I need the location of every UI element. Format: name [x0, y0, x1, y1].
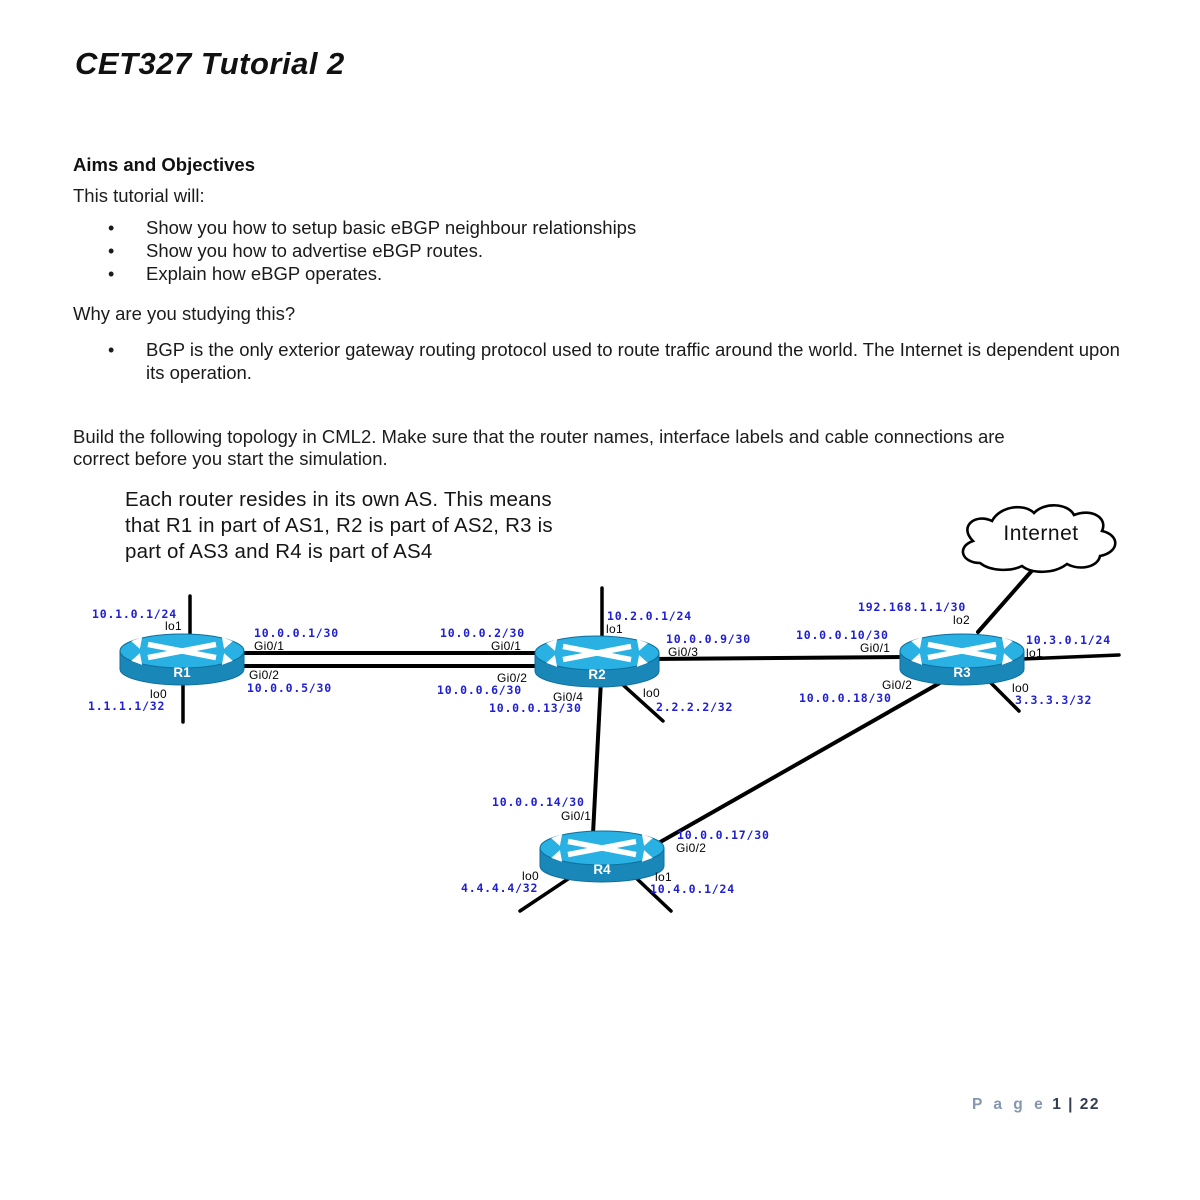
why-bullet-item: • BGP is the only exterior gateway routi…	[73, 339, 1136, 384]
router-r1: R1	[117, 629, 247, 687]
intro-paragraph: This tutorial will:	[73, 185, 205, 206]
ip-label-r1-lo0: 1.1.1.1/32	[88, 699, 166, 713]
ip-label-r3-lo1: 10.3.0.1/24	[1026, 633, 1111, 647]
bullet-dot: •	[108, 241, 115, 261]
ip-label-r4-gi01: 10.0.0.14/30	[492, 795, 585, 809]
ip-label-r1-gi02: 10.0.0.5/30	[247, 681, 332, 695]
link-r3-internet	[976, 564, 1038, 634]
ip-label-r2-gi02: 10.0.0.6/30	[437, 683, 522, 697]
ip-label-r4-gi02: 10.0.0.17/30	[677, 828, 770, 842]
ip-label-r2-gi03: 10.0.0.9/30	[666, 632, 751, 646]
if-label-r1-lo0: lo0	[150, 687, 167, 701]
if-label-r1-lo1: lo1	[165, 619, 182, 633]
stub-r4-lo0	[518, 873, 576, 913]
bullet-dot: •	[108, 264, 115, 284]
ip-label-r1-gi01: 10.0.0.1/30	[254, 626, 339, 640]
stub-r4-lo1	[632, 874, 673, 913]
ip-label-r1-lo1: 10.1.0.1/24	[92, 607, 177, 621]
if-label-r1-gi02: Gi0/2	[249, 668, 280, 682]
if-label-r4-lo1: lo1	[655, 870, 672, 884]
build-paragraph: Build the following topology in CML2. Ma…	[73, 426, 1005, 469]
ip-label-r4-lo0: 4.4.4.4/32	[461, 881, 539, 895]
footer-page-word: P a g e	[972, 1096, 1047, 1113]
ip-label-r2-gi01: 10.0.0.2/30	[440, 626, 525, 640]
bullet-text: Show you how to setup basic eBGP neighbo…	[146, 217, 637, 238]
router-r4: R4	[537, 826, 667, 884]
if-label-r2-gi02: Gi0/2	[497, 671, 528, 685]
router-name-label: R4	[593, 862, 611, 877]
why-heading: Why are you studying this?	[73, 303, 296, 324]
ip-label-r3-lo0: 3.3.3.3/32	[1015, 693, 1093, 707]
aims-heading: Aims and Objectives	[73, 154, 255, 175]
document-title: CET327 Tutorial 2	[75, 46, 345, 81]
bullet-dot: •	[108, 340, 115, 360]
stub-r2-lo0	[620, 682, 665, 723]
bullet-text: BGP is the only exterior gateway routing…	[146, 339, 1120, 383]
ip-label-r3-gi02: 10.0.0.18/30	[799, 691, 892, 705]
if-label-r3-lo0: lo0	[1012, 681, 1029, 695]
as-note-line: Each router resides in its own AS. This …	[125, 488, 552, 511]
bullet-dot: •	[108, 218, 115, 238]
as-note-text: Each router resides in its own AS. This …	[125, 487, 553, 565]
ip-label-r3-gi01: 10.0.0.10/30	[796, 628, 889, 642]
bullet-text: Explain how eBGP operates.	[146, 263, 383, 284]
link-r2-r4	[591, 678, 603, 836]
if-label-r3-gi02: Gi0/2	[882, 678, 913, 692]
as-note-line: that R1 in part of AS1, R2 is part of AS…	[125, 514, 553, 537]
internet-label: Internet	[1003, 522, 1079, 545]
if-label-r4-lo0: lo0	[522, 869, 539, 883]
link-r3-r4	[653, 678, 947, 847]
if-label-r1-gi01: Gi0/1	[254, 639, 285, 653]
link-r2-r3	[648, 655, 907, 661]
if-label-r4-gi01: Gi0/1	[561, 809, 592, 823]
if-label-r2-gi01: Gi0/1	[491, 639, 522, 653]
ip-label-r2-gi04: 10.0.0.13/30	[489, 701, 582, 715]
ip-label-r3-lo2: 192.168.1.1/30	[858, 600, 967, 614]
router-name-label: R3	[953, 665, 971, 680]
if-label-r2-lo0: lo0	[643, 686, 660, 700]
ip-label-r2-lo0: 2.2.2.2/32	[656, 700, 734, 714]
router-r2: R2	[532, 631, 662, 689]
if-label-r4-gi02: Gi0/2	[676, 841, 707, 855]
router-r3: R3	[897, 629, 1027, 687]
ip-label-r4-lo1: 10.4.0.1/24	[650, 882, 735, 896]
as-note-line: part of AS3 and R4 is part of AS4	[125, 540, 433, 563]
footer-page-number: P a g e 1 | 22	[972, 1096, 1100, 1114]
router-name-label: R2	[588, 667, 606, 682]
bullet-text: Show you how to advertise eBGP routes.	[146, 240, 483, 261]
footer-page-value: 1 | 22	[1052, 1096, 1100, 1113]
ip-label-r2-lo1: 10.2.0.1/24	[607, 609, 692, 623]
if-label-r2-gi04: Gi0/4	[553, 690, 584, 704]
stub-r3-lo0	[986, 678, 1021, 713]
if-label-r3-lo2: lo2	[953, 613, 970, 627]
aims-bullet-item: • Show you how to advertise eBGP routes.	[73, 240, 483, 263]
stub-r3-lo1	[1020, 653, 1121, 661]
if-label-r3-gi01: Gi0/1	[860, 641, 891, 655]
aims-bullet-item: • Explain how eBGP operates.	[73, 263, 382, 286]
if-label-r2-gi03: Gi0/3	[668, 645, 699, 659]
if-label-r2-lo1: lo1	[606, 622, 623, 636]
aims-bullet-item: • Show you how to setup basic eBGP neigh…	[73, 217, 636, 240]
router-name-label: R1	[173, 665, 191, 680]
if-label-r3-lo1: lo1	[1026, 646, 1043, 660]
